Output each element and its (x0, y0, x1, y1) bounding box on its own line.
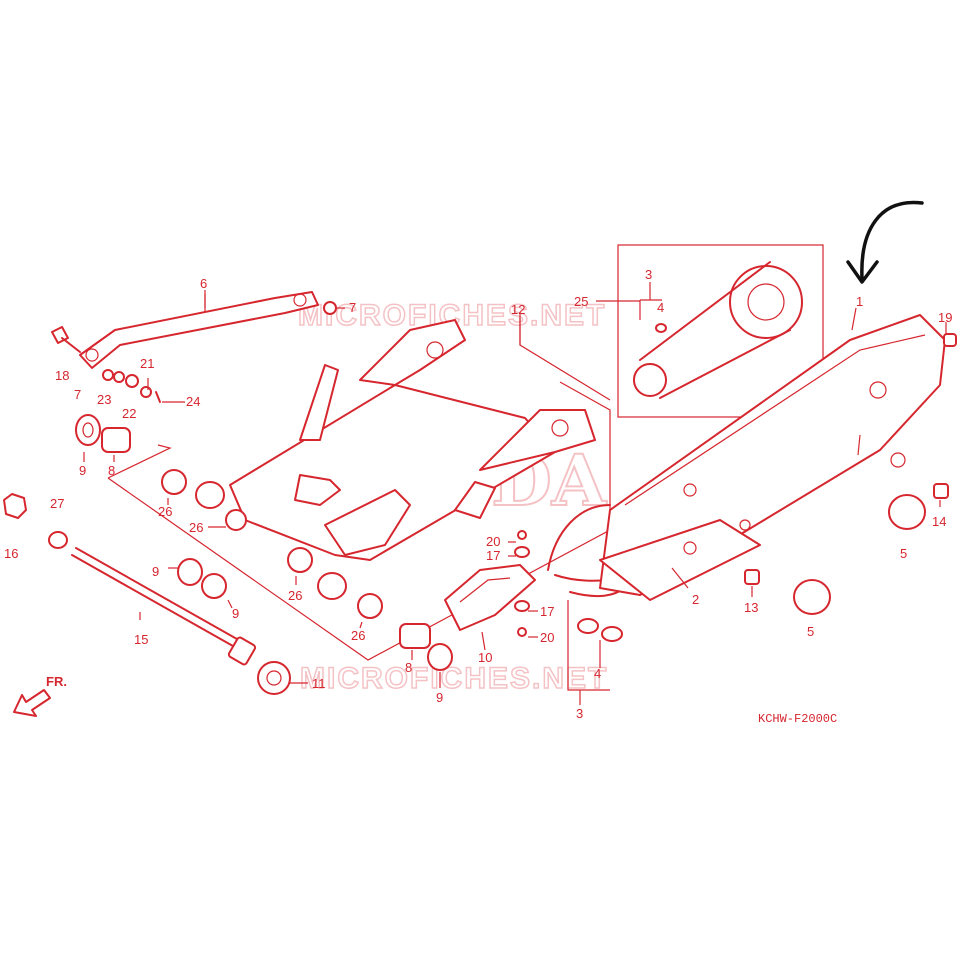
front-marker-label: FR. (46, 674, 67, 689)
callout-15: 15 (134, 632, 148, 647)
callout-9-bottom: 9 (436, 690, 443, 705)
callout-26-d: 26 (351, 628, 365, 643)
callout-18: 18 (55, 368, 69, 383)
curved-arrow-icon (846, 200, 924, 284)
callout-13: 13 (744, 600, 758, 615)
callout-10: 10 (478, 650, 492, 665)
part-bushings (75, 414, 453, 695)
callout-4-bottom: 4 (594, 666, 601, 681)
callout-19: 19 (938, 310, 952, 325)
callout-8-lower: 8 (405, 660, 412, 675)
callout-4-top: 4 (657, 300, 664, 315)
callout-21: 21 (140, 356, 154, 371)
part-chain-case (599, 314, 946, 601)
callout-9-left: 9 (79, 463, 86, 478)
callout-12: 12 (511, 302, 525, 317)
callout-16: 16 (4, 546, 18, 561)
callout-26-c: 26 (288, 588, 302, 603)
callout-5-lower: 5 (807, 624, 814, 639)
callout-2: 2 (692, 592, 699, 607)
callout-26-a: 26 (158, 504, 172, 519)
callout-9-mid: 9 (152, 564, 159, 579)
callout-3-top: 3 (645, 267, 652, 282)
group-outline-sprocket (617, 244, 824, 418)
leader-lines (83, 282, 947, 688)
callout-5-right: 5 (900, 546, 907, 561)
callout-24: 24 (186, 394, 200, 409)
callout-labels: 1 2 3 3 4 4 5 5 6 7 7 8 8 9 9 9 9 10 11 … (4, 267, 952, 721)
part-small-hardware (102, 301, 337, 403)
callout-1: 1 (856, 294, 863, 309)
callout-7-top: 7 (349, 300, 356, 315)
callout-23: 23 (97, 392, 111, 407)
part-chain-slider (444, 530, 536, 637)
part-pivot-bolt (3, 493, 257, 666)
callout-9-lower: 9 (232, 606, 239, 621)
callout-27: 27 (50, 496, 64, 511)
callout-11: 11 (312, 676, 326, 691)
callout-20-right: 20 (540, 630, 554, 645)
diagram-code: KCHW-F2000C (758, 712, 837, 726)
callout-7-left: 7 (74, 387, 81, 402)
group-outline-chain (567, 600, 610, 705)
part-swingarm (229, 319, 596, 561)
callout-26-b: 26 (189, 520, 203, 535)
callout-17-top: 17 (486, 548, 500, 563)
part-bolt-18 (51, 326, 81, 353)
callout-3-bottom: 3 (576, 706, 583, 721)
watermark-bottom: MICROFICHES.NET (300, 662, 608, 695)
callout-22: 22 (122, 406, 136, 421)
front-direction-marker: FR. (13, 674, 67, 717)
callout-8-left: 8 (108, 463, 115, 478)
part-drive-chain-sprocket (633, 261, 803, 399)
callout-17-right: 17 (540, 604, 554, 619)
callout-6: 6 (200, 276, 207, 291)
callout-14: 14 (932, 514, 946, 529)
part-stay-bar (79, 291, 319, 369)
callout-20-top: 20 (486, 534, 500, 549)
callout-25: 25 (574, 294, 588, 309)
part-caps-bolts (744, 333, 957, 615)
